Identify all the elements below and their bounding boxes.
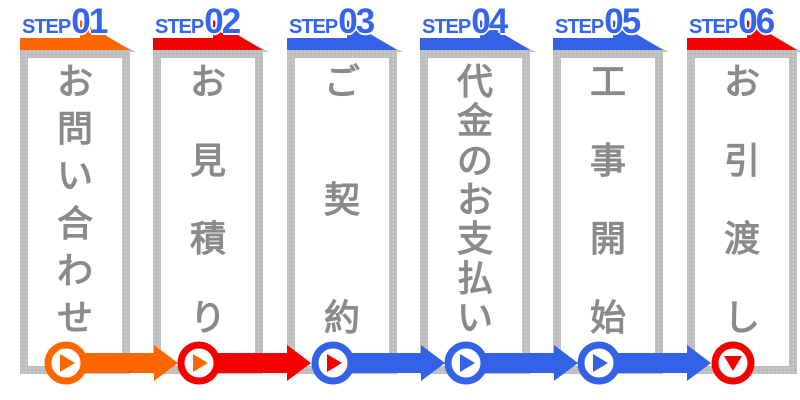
step-card (687, 50, 797, 374)
flow-arrow-4 (465, 345, 578, 381)
step-title-vertical: お問い合わせ (56, 61, 93, 338)
step-card (20, 50, 130, 374)
play-icon (60, 354, 75, 372)
step-title-vertical: 工事開始 (589, 61, 626, 338)
step-card (287, 50, 397, 374)
step-card (153, 50, 263, 374)
step-word: STEP (422, 16, 471, 38)
ribbon-shape (553, 20, 663, 50)
step-label: STEP 05 (555, 2, 641, 42)
step-card-inner (561, 58, 655, 366)
step-label: STEP 06 (689, 2, 775, 42)
arrow-shape (198, 345, 311, 381)
ribbon-banner (153, 20, 269, 52)
step-word: STEP (22, 16, 71, 38)
step-number: 05 (604, 2, 641, 41)
arrow-shape (598, 345, 711, 381)
step-label: STEP 01 (22, 2, 108, 42)
step-column-1: STEP 01 お問い合わせ (20, 0, 138, 400)
step-marker-circle (177, 341, 221, 385)
step-title-vertical: 代金のお支払い (456, 61, 493, 338)
step-label: STEP 03 (289, 2, 375, 42)
play-icon (327, 354, 342, 372)
ribbon-banner (553, 20, 669, 52)
step-title-vertical: ご契約 (323, 61, 360, 338)
step-card-inner (695, 58, 789, 366)
step-marker-circle (711, 341, 755, 385)
arrow-shape (332, 345, 445, 381)
step-card-inner (28, 58, 122, 366)
step-card-inner (428, 58, 522, 366)
step-number: 01 (71, 2, 108, 41)
ribbon-banner (420, 20, 536, 52)
play-icon (193, 354, 208, 372)
step-column-6: STEP 06 お引渡し (687, 0, 800, 400)
flow-arrow-2 (198, 345, 311, 381)
step-number: 04 (471, 2, 508, 41)
step-label: STEP 04 (422, 2, 508, 42)
step-word: STEP (555, 16, 604, 38)
ribbon-shape (20, 20, 130, 50)
step-label: STEP 02 (155, 2, 241, 42)
step-card-inner (161, 58, 255, 366)
flow-arrow-5 (598, 345, 711, 381)
step-number: 06 (738, 2, 775, 41)
flow-arrow-3 (332, 345, 445, 381)
step-column-5: STEP 05 工事開始 (553, 0, 671, 400)
ribbon-banner (287, 20, 403, 52)
step-word: STEP (289, 16, 338, 38)
play-icon (460, 354, 475, 372)
ribbon-shape (420, 20, 530, 50)
step-title-vertical: お引渡し (723, 61, 760, 338)
ribbon-shape (153, 20, 263, 50)
step-card-inner (295, 58, 389, 366)
step-card (420, 50, 530, 374)
down-arrow-icon (724, 356, 742, 371)
step-column-4: STEP 04 代金のお支払い (420, 0, 538, 400)
ribbon-banner (20, 20, 136, 52)
step-word: STEP (689, 16, 738, 38)
step-column-3: STEP 03 ご契約 (287, 0, 405, 400)
step-number: 03 (338, 2, 375, 41)
ribbon-shape (287, 20, 397, 50)
flow-arrow-1 (65, 345, 178, 381)
step-card (553, 50, 663, 374)
arrow-shape (465, 345, 578, 381)
step-marker-circle (444, 341, 488, 385)
step-column-2: STEP 02 お見積り (153, 0, 271, 400)
ribbon-shape (687, 20, 797, 50)
step-marker-circle (311, 341, 355, 385)
step-number: 02 (204, 2, 241, 41)
ribbon-banner (687, 20, 800, 52)
step-title-vertical: お見積り (189, 61, 226, 338)
step-marker-circle (577, 341, 621, 385)
arrow-shape (65, 345, 178, 381)
step-marker-circle (44, 341, 88, 385)
play-icon (593, 354, 608, 372)
step-word: STEP (155, 16, 204, 38)
